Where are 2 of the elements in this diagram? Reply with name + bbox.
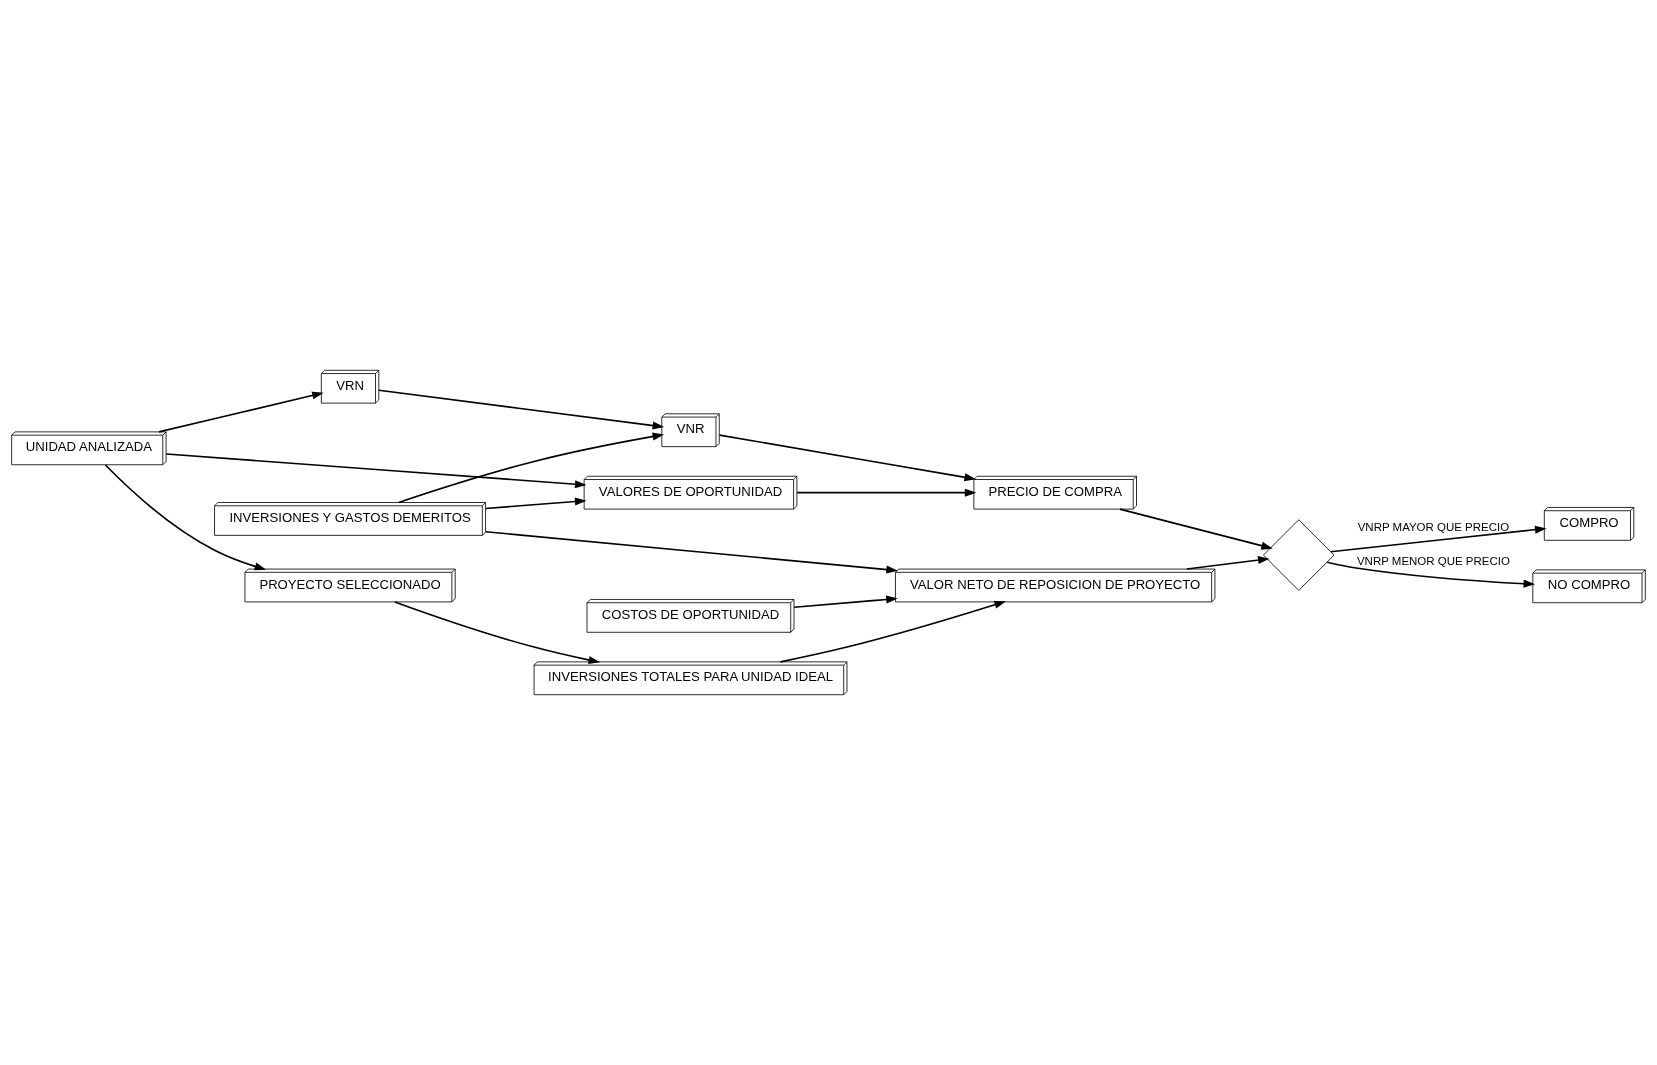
edge-label: VNRP MAYOR QUE PRECIO: [1357, 520, 1510, 533]
edge-label: VNRP MENOR QUE PRECIO: [1356, 555, 1510, 568]
